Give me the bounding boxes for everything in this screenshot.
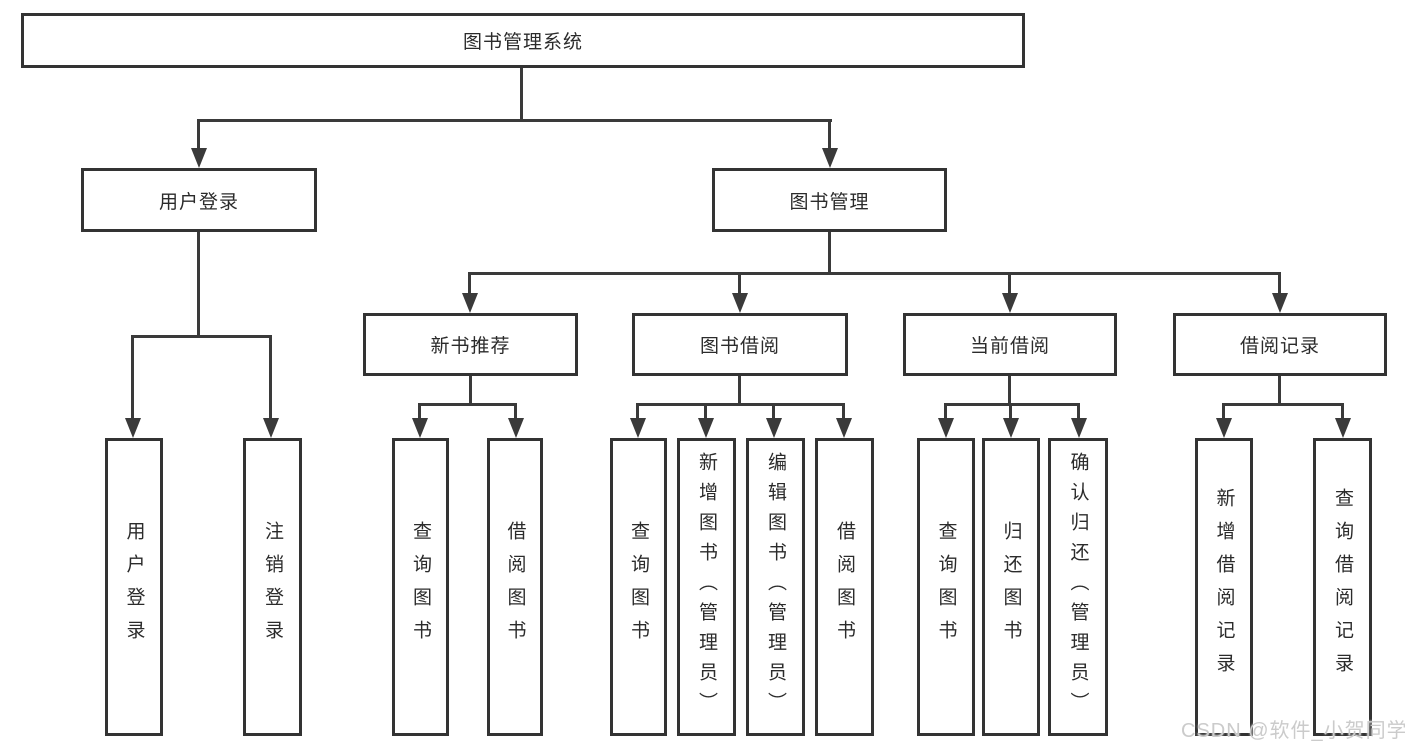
connector-line: [197, 232, 200, 338]
node-label: 图书管理: [789, 191, 870, 213]
connector-line: [468, 272, 1281, 275]
arrow-down-icon: [1216, 418, 1232, 438]
node-book-borrow: 图书借阅: [632, 313, 848, 376]
connector-line: [197, 119, 200, 151]
connector-line: [469, 376, 472, 406]
connector-line: [636, 403, 845, 406]
node-label: 图书借阅: [699, 336, 780, 357]
connector-line: [828, 232, 831, 275]
connector-line: [738, 272, 741, 296]
connector-line: [636, 403, 639, 421]
arrow-down-icon: [191, 148, 207, 168]
arrow-down-icon: [938, 418, 954, 438]
arrow-down-icon: [822, 148, 838, 168]
arrow-down-icon: [1002, 293, 1018, 313]
connector-line: [131, 335, 134, 421]
node-label: 用户登录: [158, 191, 239, 213]
connector-line: [418, 403, 517, 406]
connector-line: [514, 403, 517, 421]
connector-line: [269, 335, 272, 421]
connector-line: [418, 403, 421, 421]
leaf-query-books-2: 查询图书: [610, 438, 667, 736]
connector-line: [197, 119, 832, 122]
connector-line: [1008, 272, 1011, 296]
arrow-down-icon: [698, 418, 714, 438]
connector-line: [772, 403, 775, 421]
leaf-confirm-return-admin: 确认归还（管理员）: [1048, 438, 1108, 736]
connector-line: [944, 403, 1080, 406]
node-label: 借阅记录: [1239, 336, 1320, 357]
leaf-borrow-books-1: 借阅图书: [487, 438, 543, 736]
arrow-down-icon: [630, 418, 646, 438]
leaf-logout: 注销登录: [243, 438, 302, 736]
arrow-down-icon: [1071, 418, 1087, 438]
leaf-label: 用户登录: [123, 521, 145, 653]
node-book-management: 图书管理: [712, 168, 947, 232]
node-label: 新书推荐: [430, 336, 511, 357]
leaf-return-books: 归还图书: [982, 438, 1040, 736]
leaf-label: 编辑图书（管理员）: [765, 452, 786, 722]
connector-line: [1009, 403, 1012, 421]
leaf-label: 归还图书: [1000, 521, 1022, 653]
leaf-label: 确认归还（管理员）: [1067, 452, 1089, 722]
connector-line: [828, 119, 831, 151]
connector-line: [468, 272, 471, 296]
node-label: 图书管理系统: [462, 32, 583, 53]
arrow-down-icon: [125, 418, 141, 438]
arrow-down-icon: [1335, 418, 1351, 438]
node-borrow-records: 借阅记录: [1173, 313, 1387, 376]
arrow-down-icon: [508, 418, 524, 438]
connector-line: [944, 403, 947, 421]
leaf-user-login: 用户登录: [105, 438, 163, 736]
leaf-label: 新增图书（管理员）: [696, 452, 717, 722]
leaf-label: 查询图书: [410, 521, 431, 653]
node-label: 当前借阅: [969, 336, 1050, 357]
arrow-down-icon: [836, 418, 852, 438]
node-user-login: 用户登录: [81, 168, 317, 232]
leaf-label: 新增借阅记录: [1213, 488, 1235, 686]
leaf-label: 查询图书: [628, 521, 649, 653]
connector-line: [842, 403, 845, 421]
connector-line: [1278, 376, 1281, 406]
node-current-borrow: 当前借阅: [903, 313, 1117, 376]
arrow-down-icon: [462, 293, 478, 313]
connector-line: [704, 403, 707, 421]
leaf-query-books-1: 查询图书: [392, 438, 449, 736]
arrow-down-icon: [1272, 293, 1288, 313]
connector-line: [1341, 403, 1344, 421]
leaf-borrow-books-2: 借阅图书: [815, 438, 874, 736]
connector-line: [738, 376, 741, 406]
connector-line: [1222, 403, 1344, 406]
arrow-down-icon: [412, 418, 428, 438]
connector-line: [1222, 403, 1225, 421]
connector-line: [1278, 272, 1281, 296]
connector-line: [131, 335, 272, 338]
leaf-label: 查询图书: [935, 521, 957, 653]
leaf-label: 注销登录: [262, 521, 283, 653]
leaf-add-book-admin: 新增图书（管理员）: [677, 438, 736, 736]
leaf-add-borrow-record: 新增借阅记录: [1195, 438, 1253, 736]
arrow-down-icon: [766, 418, 782, 438]
leaf-label: 查询借阅记录: [1332, 488, 1353, 686]
node-new-book-recommend: 新书推荐: [363, 313, 578, 376]
arrow-down-icon: [1003, 418, 1019, 438]
leaf-label: 借阅图书: [504, 521, 526, 653]
connector-line: [1008, 376, 1011, 406]
watermark: CSDN @软件_小贺同学: [1181, 720, 1405, 742]
leaf-query-borrow-record: 查询借阅记录: [1313, 438, 1372, 736]
arrow-down-icon: [263, 418, 279, 438]
leaf-label: 借阅图书: [834, 521, 855, 653]
connector-line: [1077, 403, 1080, 421]
arrow-down-icon: [732, 293, 748, 313]
node-library-management-system: 图书管理系统: [21, 13, 1025, 68]
leaf-edit-book-admin: 编辑图书（管理员）: [746, 438, 805, 736]
leaf-query-books-3: 查询图书: [917, 438, 975, 736]
connector-line: [520, 68, 523, 122]
